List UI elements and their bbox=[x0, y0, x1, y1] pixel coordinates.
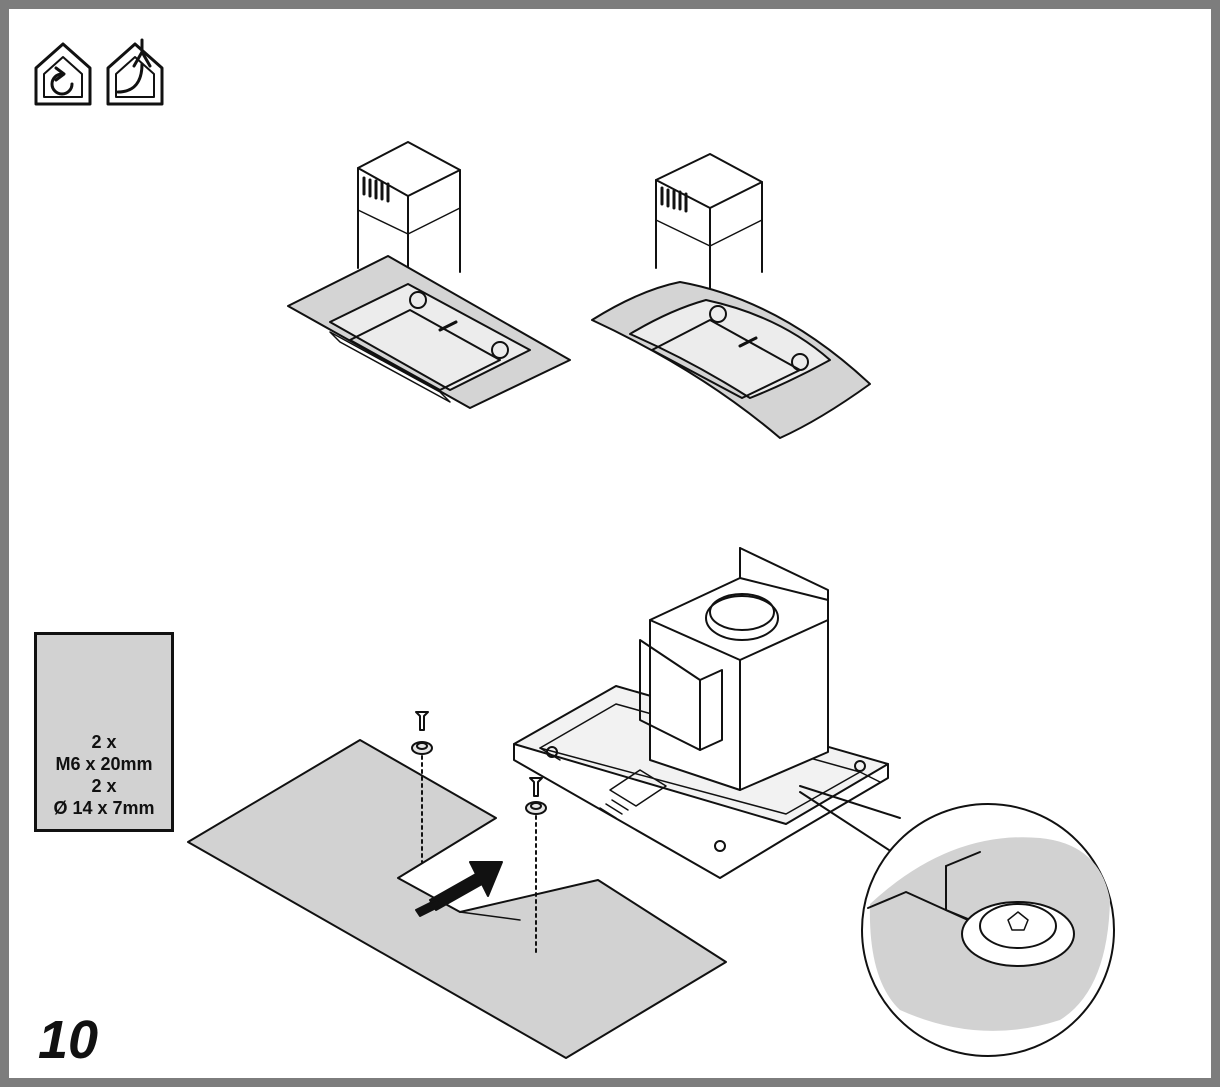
insert-direction-arrow bbox=[415, 861, 503, 917]
hood-motor-body bbox=[513, 547, 889, 879]
recirculation-mode-icon bbox=[34, 42, 92, 106]
parts-list-box: 2 x M6 x 20mm 2 x Ø 14 x 7mm bbox=[34, 632, 174, 832]
extraction-mode-icon bbox=[106, 38, 164, 106]
glass-panel bbox=[187, 739, 727, 1059]
step-number: 10 bbox=[38, 1010, 99, 1070]
screw-right bbox=[525, 777, 547, 953]
flat-glass-chimney-hood bbox=[287, 141, 571, 409]
curved-glass-chimney-hood bbox=[591, 153, 871, 439]
parts-list-text: 2 x M6 x 20mm 2 x Ø 14 x 7mm bbox=[37, 731, 171, 819]
spacer-spec: Ø 14 x 7mm bbox=[53, 798, 155, 818]
detail-callout bbox=[799, 785, 1115, 1057]
screw-quantity: 2 x bbox=[91, 732, 117, 752]
spacer-quantity: 2 x bbox=[91, 776, 117, 796]
screw-left bbox=[411, 711, 433, 863]
screw-spec: M6 x 20mm bbox=[55, 754, 153, 774]
chimney-vent-icon bbox=[362, 176, 390, 203]
chimney-vent-icon bbox=[660, 186, 688, 213]
